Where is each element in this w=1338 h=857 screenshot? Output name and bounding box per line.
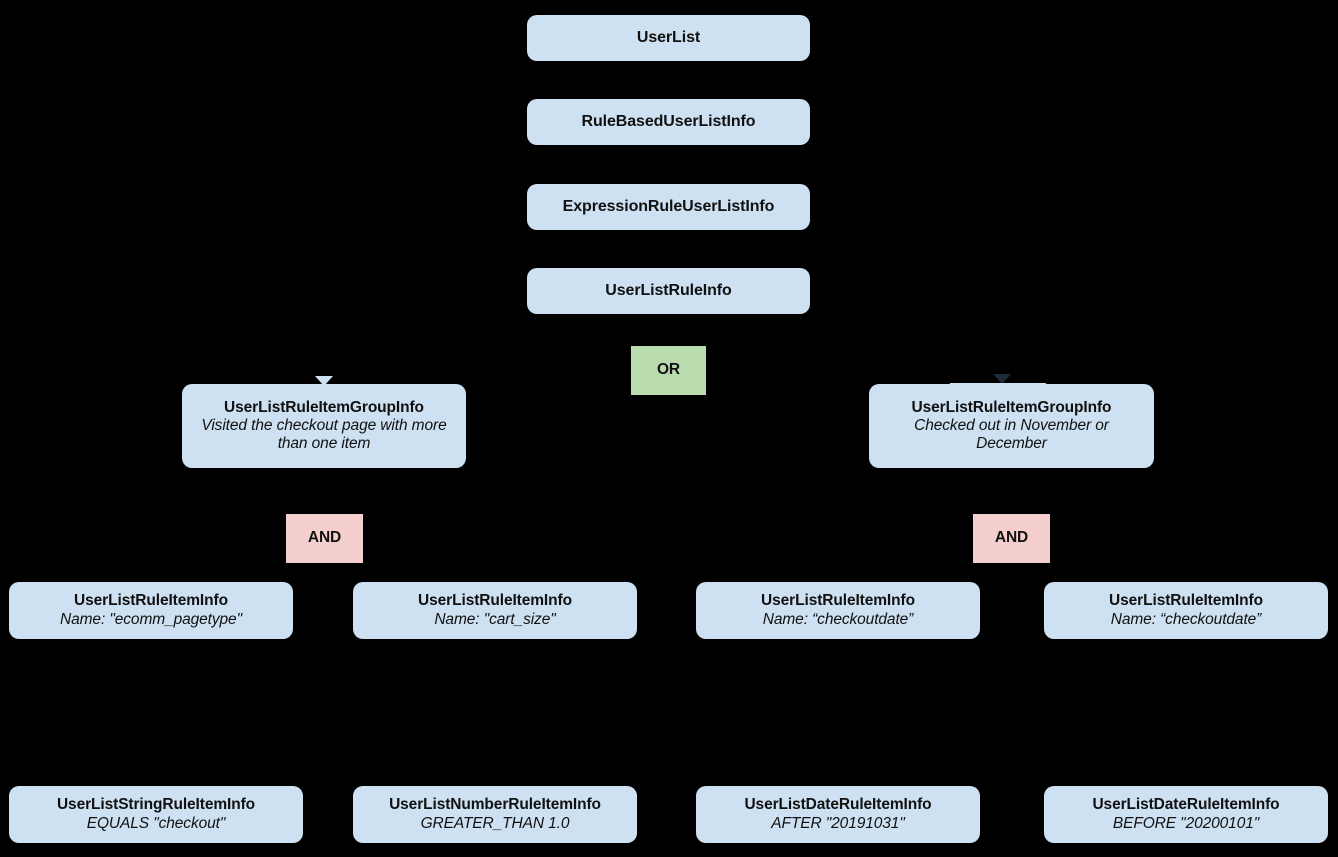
node-subtitle: Name: "ecomm_pagetype"	[60, 610, 242, 628]
node-string-rule-item-info[interactable]: UserListStringRuleItemInfo EQUALS "check…	[9, 786, 303, 843]
node-title: UserListRuleInfo	[605, 281, 732, 299]
node-operator-and-right[interactable]: AND	[973, 514, 1050, 563]
node-group-info-right[interactable]: UserListRuleItemGroupInfo Checked out in…	[869, 384, 1154, 468]
node-rule-item-info-1[interactable]: UserListRuleItemInfo Name: "ecomm_pagety…	[9, 582, 293, 639]
node-date-rule-item-info-after[interactable]: UserListDateRuleItemInfo AFTER "20191031…	[696, 786, 980, 843]
node-title: UserListDateRuleItemInfo	[1092, 796, 1280, 814]
operator-label: OR	[656, 361, 681, 379]
node-subtitle: AFTER "20191031"	[771, 814, 905, 832]
node-subtitle: Name: “checkoutdate”	[762, 610, 914, 628]
node-subtitle: Name: “checkoutdate”	[1110, 610, 1262, 628]
node-operator-and-left[interactable]: AND	[286, 514, 363, 563]
node-title: UserListRuleItemInfo	[418, 592, 572, 610]
node-rule-item-info-4[interactable]: UserListRuleItemInfo Name: “checkoutdate…	[1044, 582, 1328, 639]
node-expression-rule-user-list-info[interactable]: ExpressionRuleUserListInfo	[527, 184, 810, 230]
node-rule-item-info-3[interactable]: UserListRuleItemInfo Name: “checkoutdate…	[696, 582, 980, 639]
node-title: UserListDateRuleItemInfo	[744, 796, 932, 814]
node-operator-or[interactable]: OR	[631, 346, 706, 395]
connector-notch-right-group	[993, 374, 1011, 384]
node-title: UserListStringRuleItemInfo	[56, 796, 256, 814]
node-date-rule-item-info-before[interactable]: UserListDateRuleItemInfo BEFORE "2020010…	[1044, 786, 1328, 843]
node-subtitle: GREATER_THAN 1.0	[420, 814, 570, 832]
node-title: UserList	[636, 28, 701, 46]
node-group-info-left[interactable]: UserListRuleItemGroupInfo Visited the ch…	[182, 384, 466, 468]
node-user-list-rule-info[interactable]: UserListRuleInfo	[527, 268, 810, 314]
node-subtitle: Name: "cart_size"	[434, 610, 556, 628]
node-title: RuleBasedUserListInfo	[581, 112, 756, 130]
node-title: UserListRuleItemInfo	[1109, 592, 1263, 610]
node-subtitle: Checked out in November or December	[914, 416, 1109, 453]
node-title: UserListRuleItemGroupInfo	[911, 398, 1112, 416]
node-subtitle: Visited the checkout page with more than…	[201, 416, 447, 453]
operator-label: AND	[307, 529, 342, 547]
node-title: UserListRuleItemInfo	[74, 592, 228, 610]
node-subtitle: BEFORE "20200101"	[1112, 814, 1260, 832]
node-number-rule-item-info[interactable]: UserListNumberRuleItemInfo GREATER_THAN …	[353, 786, 637, 843]
node-title: ExpressionRuleUserListInfo	[562, 197, 775, 215]
node-rule-item-info-2[interactable]: UserListRuleItemInfo Name: "cart_size"	[353, 582, 637, 639]
connector-notch-left-group	[315, 376, 333, 386]
node-title: UserListNumberRuleItemInfo	[389, 796, 601, 814]
node-user-list[interactable]: UserList	[527, 15, 810, 61]
node-title: UserListRuleItemInfo	[761, 592, 915, 610]
operator-label: AND	[994, 529, 1029, 547]
node-rule-based-user-list-info[interactable]: RuleBasedUserListInfo	[527, 99, 810, 145]
node-title: UserListRuleItemGroupInfo	[224, 398, 424, 416]
node-subtitle: EQUALS "checkout"	[86, 814, 226, 832]
